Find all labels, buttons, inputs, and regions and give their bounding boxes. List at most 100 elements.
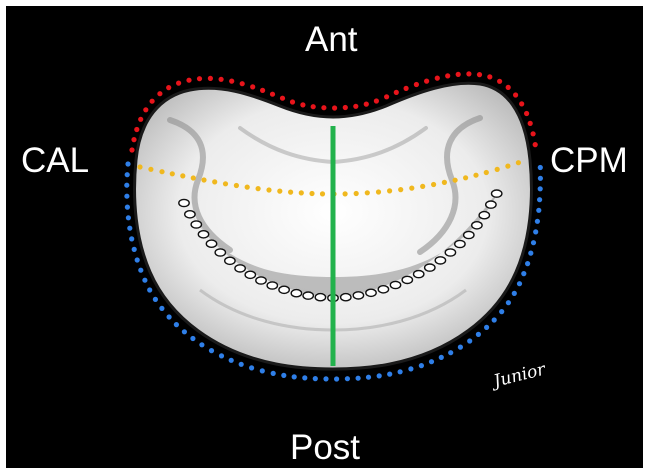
- intercommissural-dot: [180, 173, 185, 178]
- coaptation-dot: [445, 249, 455, 256]
- coaptation-dot: [225, 257, 235, 264]
- anterior-annulus-dot: [250, 84, 255, 89]
- intercommissural-dot: [266, 187, 271, 192]
- intercommissural-dot: [343, 191, 348, 196]
- coaptation-dot: [390, 281, 400, 288]
- coaptation-dot: [179, 199, 189, 206]
- anterior-annulus-dot: [477, 72, 482, 77]
- posterior-annulus-dot: [387, 372, 392, 377]
- anterior-annulus-dot: [311, 104, 316, 109]
- posterior-annulus-dot: [377, 373, 382, 378]
- intercommissural-dot: [431, 182, 436, 187]
- posterior-annulus-dot: [219, 353, 224, 358]
- anterior-annulus-dot: [157, 91, 162, 96]
- anterior-annulus-dot: [300, 102, 305, 107]
- posterior-annulus-dot: [124, 183, 129, 188]
- anterior-annulus-dot: [384, 94, 389, 99]
- posterior-annulus-dot: [506, 300, 511, 305]
- anterior-annulus-dot: [364, 102, 369, 107]
- anterior-annulus-dot: [197, 76, 202, 81]
- posterior-annulus-dot: [190, 336, 195, 341]
- intercommissural-dot: [453, 178, 458, 183]
- intercommissural-dot: [245, 185, 250, 190]
- intercommissural-dot: [473, 173, 478, 178]
- anterior-annulus-dot: [131, 137, 136, 142]
- posterior-annulus-dot: [538, 176, 543, 181]
- posterior-annulus-dot: [366, 375, 371, 380]
- anterior-annulus-dot: [186, 78, 191, 83]
- anterior-annulus-dot: [487, 74, 492, 79]
- posterior-annulus-dot: [126, 215, 131, 220]
- intercommissural-dot: [212, 179, 217, 184]
- coaptation-dot: [215, 249, 225, 256]
- anterior-annulus-dot: [374, 98, 379, 103]
- coaptation-dot: [492, 190, 502, 197]
- anterior-annulus-dot: [519, 101, 524, 106]
- posterior-annulus-dot: [537, 197, 542, 202]
- posterior-annulus-dot: [239, 362, 244, 367]
- anterior-annulus-dot: [466, 71, 471, 76]
- posterior-annulus-dot: [138, 268, 143, 273]
- coaptation-dot: [486, 201, 496, 208]
- coaptation-dot: [303, 292, 313, 299]
- intercommissural-dot: [354, 191, 359, 196]
- posterior-annulus-dot: [512, 291, 517, 296]
- posterior-annulus-dot: [448, 350, 453, 355]
- anterior-annulus-dot: [533, 142, 538, 147]
- anterior-annulus-dot: [414, 82, 419, 87]
- label-anterior: Ant: [305, 22, 358, 57]
- posterior-annulus-dot: [153, 297, 158, 302]
- anterior-annulus-dot: [229, 79, 234, 84]
- posterior-annulus-dot: [229, 358, 234, 363]
- posterior-annulus-dot: [356, 376, 361, 381]
- coaptation-dot: [185, 211, 195, 218]
- posterior-annulus-dot: [271, 371, 276, 376]
- intercommissural-dot: [170, 171, 175, 176]
- coaptation-dot: [353, 292, 363, 299]
- intercommissural-dot: [159, 169, 164, 174]
- intercommissural-dot: [505, 164, 510, 169]
- posterior-annulus-dot: [199, 342, 204, 347]
- posterior-annulus-dot: [159, 306, 164, 311]
- anterior-annulus-dot: [435, 76, 440, 81]
- anterior-annulus-dot: [528, 121, 533, 126]
- posterior-annulus-dot: [517, 281, 522, 286]
- intercommissural-dot: [288, 190, 293, 195]
- posterior-annulus-dot: [492, 317, 497, 322]
- posterior-annulus-dot: [439, 355, 444, 360]
- intercommissural-dot: [442, 180, 447, 185]
- posterior-annulus-dot: [167, 314, 172, 319]
- anterior-annulus-dot: [290, 99, 295, 104]
- anterior-annulus-dot: [524, 111, 529, 116]
- anterior-annulus-dot: [208, 76, 213, 81]
- anterior-annulus-dot: [219, 77, 224, 82]
- intercommissural-dot: [309, 191, 314, 196]
- coaptation-dot: [279, 286, 289, 293]
- posterior-annulus-dot: [429, 359, 434, 364]
- intercommissural-dot: [320, 191, 325, 196]
- coaptation-dot: [341, 294, 351, 301]
- posterior-annulus-dot: [458, 345, 463, 350]
- anterior-annulus-dot: [143, 107, 148, 112]
- posterior-annulus-dot: [345, 376, 350, 381]
- posterior-annulus-dot: [525, 261, 530, 266]
- anterior-annulus-dot: [270, 92, 275, 97]
- posterior-annulus-dot: [281, 373, 286, 378]
- posterior-annulus-dot: [467, 338, 472, 343]
- anterior-annulus-dot: [513, 92, 518, 97]
- posterior-annulus-dot: [182, 329, 187, 334]
- coaptation-dot: [472, 222, 482, 229]
- posterior-annulus-dot: [147, 287, 152, 292]
- posterior-annulus-dot: [538, 186, 543, 191]
- anterior-annulus-dot: [424, 79, 429, 84]
- anterior-annulus-dot: [353, 104, 358, 109]
- intercommissural-dot: [223, 181, 228, 186]
- posterior-annulus-dot: [528, 251, 533, 256]
- anterior-annulus-dot: [343, 105, 348, 110]
- label-left-commissure: CAL: [21, 143, 89, 178]
- intercommissural-dot: [463, 175, 468, 180]
- coaptation-dot: [245, 271, 255, 278]
- intercommissural-dot: [365, 190, 370, 195]
- anterior-annulus-dot: [176, 81, 181, 86]
